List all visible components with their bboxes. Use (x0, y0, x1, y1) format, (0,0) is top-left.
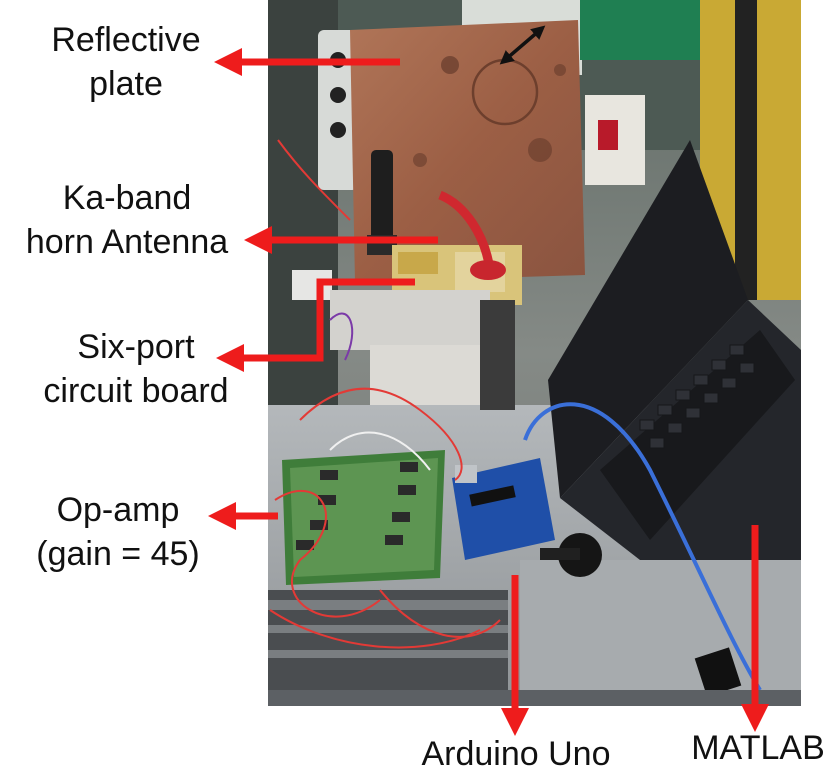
label-arduino: Arduino Uno (421, 735, 611, 773)
label-six-port-line1: Six-port (77, 328, 195, 366)
label-op-amp-line2: (gain = 45) (36, 535, 200, 573)
photo (268, 0, 801, 706)
arrow-six-port (216, 278, 415, 372)
label-op-amp-line1: Op-amp (56, 491, 180, 529)
label-matlab: MATLAB (691, 729, 825, 767)
label-reflective-plate-line1: Reflective (51, 21, 201, 59)
label-six-port: Six-port circuit board (16, 325, 256, 413)
label-op-amp: Op-amp (gain = 45) (6, 488, 230, 576)
label-reflective-plate-line2: plate (89, 65, 163, 103)
label-horn-antenna-line2: horn Antenna (25, 223, 229, 261)
label-horn-antenna-line1: Ka-band (62, 179, 192, 217)
label-reflective-plate: Reflective plate (16, 18, 236, 106)
label-six-port-line2: circuit board (43, 372, 229, 410)
annotation-arrows (208, 48, 769, 736)
label-horn-antenna: Ka-band horn Antenna (0, 176, 254, 264)
